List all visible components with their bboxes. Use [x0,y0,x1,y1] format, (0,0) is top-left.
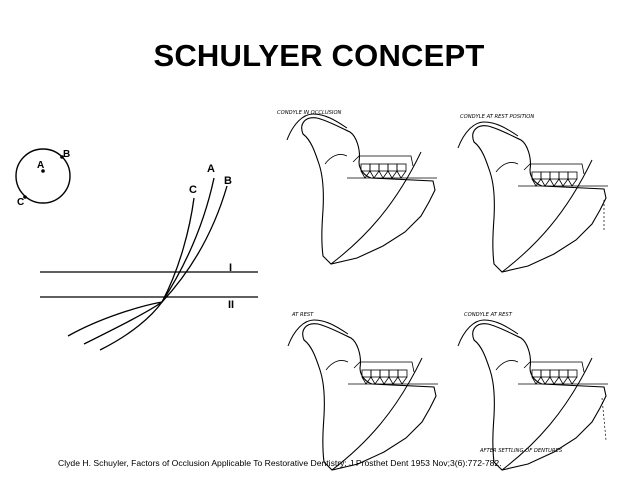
panel-at-rest: AT REST [287,312,439,471]
line-one-label: I [229,262,232,274]
circle-label-a: A [37,160,44,171]
panel-label: CONDYLE AT REST POSITION [460,114,534,120]
bottom-note: AFTER SETTLING OF DENTURES [479,448,563,454]
curve-label-a: A [207,163,215,175]
panel-label: CONDYLE AT REST [464,312,513,318]
circle-label-b: B [63,149,70,160]
curve-c [67,197,195,337]
curve-label-b: B [224,175,232,187]
panel-condyle-at-rest-position: CONDYLE AT REST POSITION [457,114,609,273]
line-two-label: II [228,299,234,311]
circle-diagram: A B C [15,148,71,208]
citation-caption: Clyde H. Schuyler, Factors of Occlusion … [58,458,502,468]
panel-label: AT REST [291,312,314,318]
curve-b [99,185,228,351]
panel-condyle-at-rest: CONDYLE AT REST [457,312,609,471]
center-point [41,169,45,173]
slide-title: SCHULYER CONCEPT [153,38,485,73]
curve-label-c: C [189,184,197,196]
panel-label: CONDYLE IN OCCLUSION [277,110,342,116]
circle-label-c: C [17,197,24,208]
curves-diagram: I II A B C [40,163,258,351]
panel-condyle-in-occlusion: CONDYLE IN OCCLUSION [277,110,438,265]
